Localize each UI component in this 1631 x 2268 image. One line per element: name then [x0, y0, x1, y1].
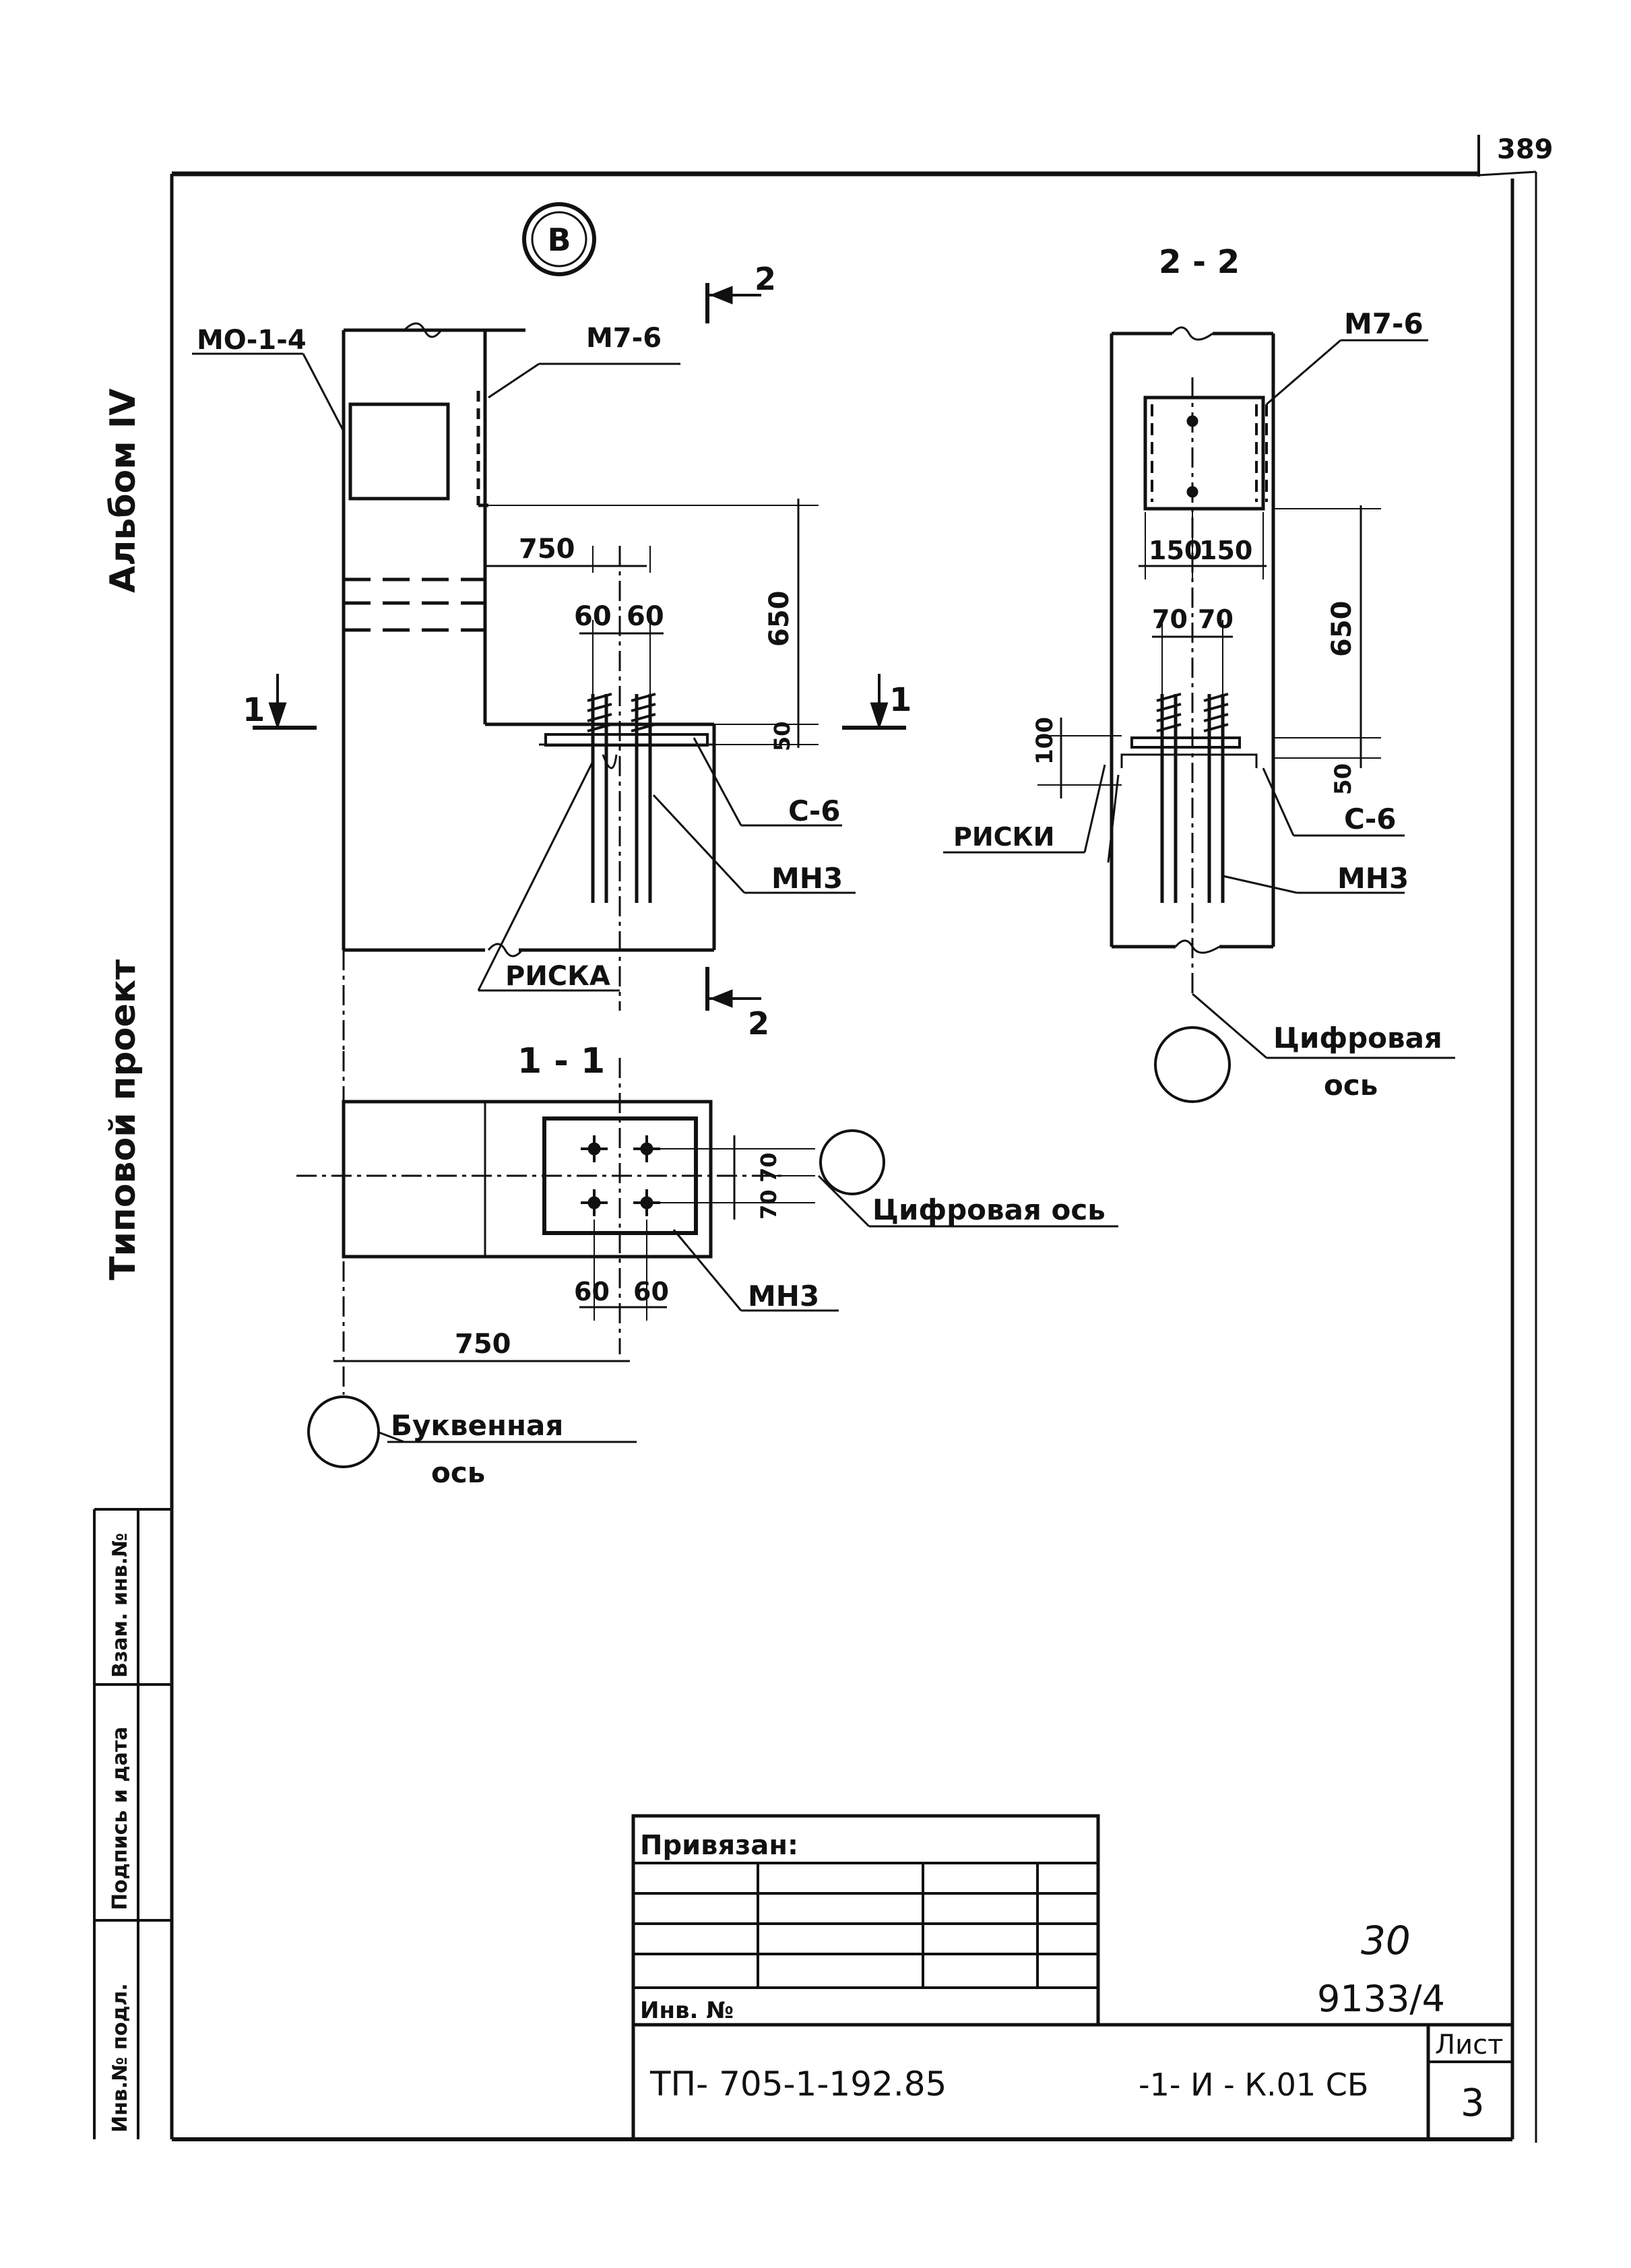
dim-50-left: 50 — [769, 721, 795, 751]
dim-650-right: 650 — [1326, 601, 1357, 658]
label-letter-axis: Буквенная — [391, 1409, 563, 1442]
dim-750-bottom: 750 — [455, 1329, 511, 1360]
label-digital-axis-1-1: Цифровая ось — [872, 1193, 1106, 1226]
stamp-inv-podl: Инв.№ подл. — [108, 1983, 132, 2133]
svg-text:В: В — [547, 222, 571, 258]
dim-60-1-a: 60 — [574, 1277, 610, 1306]
label-mn3-right: МН3 — [1337, 862, 1409, 895]
dim-60-1-b: 60 — [633, 1277, 669, 1306]
corner-stamp: 389 — [1497, 134, 1554, 165]
doc-suffix: -1- И - К.01 СБ — [1139, 2067, 1368, 2103]
elevation-view — [192, 283, 906, 1051]
section-1-left: 1 — [243, 691, 265, 729]
album-label: Альбом IV — [103, 389, 143, 593]
handwritten-order: 9133/4 — [1317, 1978, 1445, 2020]
dim-70-1-b: 70 — [756, 1189, 781, 1220]
label-digital-axis-right: Цифровая — [1273, 1021, 1442, 1054]
section-1-right: 1 — [889, 681, 912, 719]
label-mn3-1-1: МН3 — [748, 1280, 819, 1313]
label-inv-no: Инв. № — [640, 1997, 734, 2024]
dim-70-a: 70 — [1152, 604, 1188, 634]
sheet-number: 3 — [1461, 2081, 1485, 2125]
section-1-1-view — [296, 1051, 1118, 1468]
dim-60-b: 60 — [627, 601, 664, 632]
label-mo-1-4: МО-1-4 — [197, 325, 307, 356]
section-2-top: 2 — [755, 261, 776, 297]
dim-70-b: 70 — [1198, 604, 1234, 634]
section-2-bottom: 2 — [748, 1005, 769, 1042]
dim-650-left: 650 — [764, 591, 795, 648]
label-digital-axis-right-2: ось — [1324, 1069, 1378, 1102]
label-riski: РИСКИ — [953, 822, 1054, 852]
section-1-1-title: 1 - 1 — [517, 1041, 605, 1081]
dim-70-1-a: 70 — [756, 1152, 781, 1183]
label-riska: РИСКА — [505, 961, 610, 992]
section-2-2-view — [943, 326, 1455, 1103]
sheet-frame — [170, 135, 1537, 2143]
dim-60-a: 60 — [574, 601, 612, 632]
axis-bubble-b: В — [522, 202, 596, 276]
label-c6-right: С-6 — [1344, 802, 1396, 836]
doc-code: ТП- 705-1-192.85 — [649, 2065, 947, 2104]
sheet-label: Лист — [1435, 2029, 1503, 2060]
label-m7-6-right: М7-6 — [1344, 307, 1424, 340]
label-privyazan: Привязан: — [640, 1830, 798, 1861]
dim-50-right: 50 — [1330, 763, 1357, 795]
label-letter-axis-2: ось — [431, 1456, 485, 1489]
stamp-vzam-inv: Взам. инв.№ — [108, 1533, 132, 1678]
dim-100: 100 — [1031, 717, 1058, 765]
label-m7-6-left: М7-6 — [586, 323, 662, 354]
section-2-2-title: 2 - 2 — [1159, 243, 1240, 281]
stamp-podpis-data: Подпись и дата — [108, 1727, 132, 1910]
dim-750-top: 750 — [519, 534, 575, 565]
title-block — [631, 1814, 1512, 2139]
project-label: Типовой проект — [103, 959, 143, 1280]
dim-150-b: 150 — [1199, 536, 1252, 565]
dim-150-a: 150 — [1149, 536, 1202, 565]
stamp-column — [93, 1508, 172, 2139]
handwritten-30: 30 — [1361, 1918, 1411, 1963]
label-c6-left: С-6 — [788, 794, 840, 827]
label-mn3-left: МН3 — [771, 862, 843, 895]
